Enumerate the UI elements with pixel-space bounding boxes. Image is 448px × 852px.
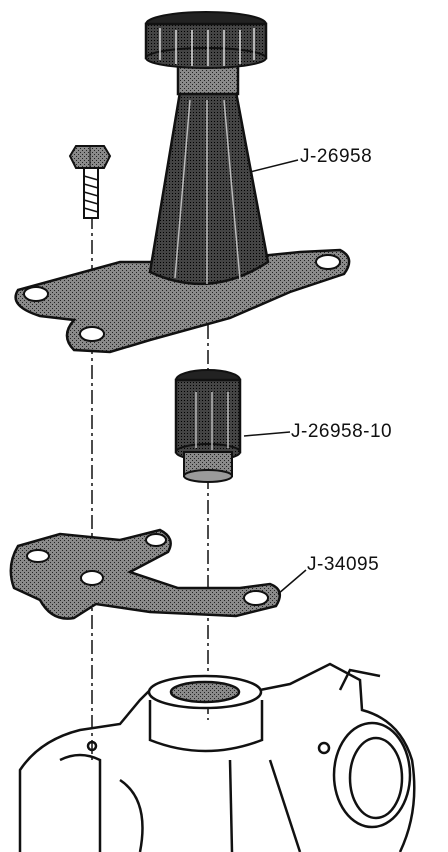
callout-j-26958-10: J-26958-10 [291,421,393,442]
callout-j-26958: J-26958 [300,146,373,167]
installer-tool-icon [14,11,351,354]
support-plate-icon [9,528,307,620]
bolt-icon [68,145,112,219]
adapter-bushing-icon [174,369,291,483]
housing-icon [18,662,416,852]
callout-j-34095: J-34095 [307,554,380,575]
